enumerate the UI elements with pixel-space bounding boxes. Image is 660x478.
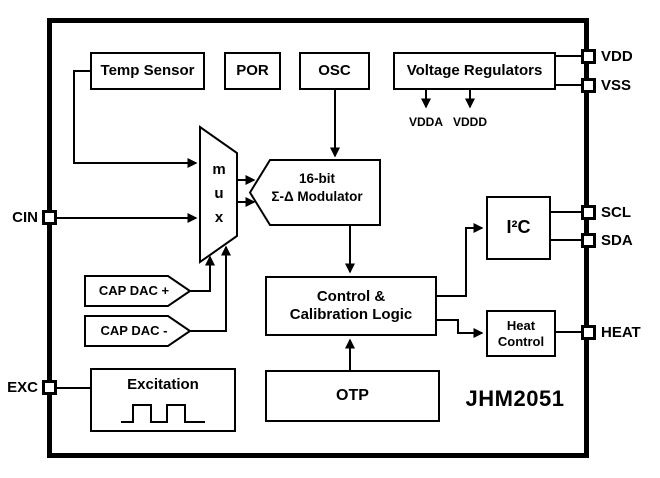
modulator-shape [248, 159, 381, 226]
excitation-block: Excitation [90, 368, 236, 432]
osc-block: OSC [299, 52, 370, 90]
vdda-label: VDDA [408, 115, 443, 129]
cap-dac-plus-label: CAP DAC + [98, 283, 170, 298]
wire-control-logic-to-heat-control [437, 319, 484, 338]
pin-exc [42, 380, 57, 395]
mux-shape [199, 125, 238, 264]
square-wave-icon [117, 398, 209, 431]
wire-cap-dac-plus-to-mux [190, 255, 215, 292]
i2c-label: I²C [506, 217, 531, 238]
cap-dac-minus-shape [84, 315, 192, 347]
pin-vss [581, 78, 596, 93]
cap-dac-plus-shape [84, 275, 192, 307]
pin-sda-label: SDA [601, 232, 633, 249]
part-number: JHM2051 [465, 386, 565, 411]
pin-vdd [581, 49, 596, 64]
por-block: POR [224, 52, 281, 90]
osc-label: OSC [318, 62, 351, 79]
heat-control-label-line1: Heat [506, 317, 536, 333]
control-logic-block: Control & Calibration Logic [265, 276, 437, 336]
pin-scl-label: SCL [601, 204, 631, 221]
temp-sensor-block: Temp Sensor [90, 52, 205, 90]
otp-label: OTP [336, 387, 369, 405]
pin-exc-label: EXC [7, 379, 38, 396]
pin-vss-label: VSS [601, 77, 632, 94]
control-logic-label-line1: Control & [316, 288, 386, 305]
otp-block: OTP [265, 370, 440, 422]
excitation-label: Excitation [127, 376, 199, 393]
pin-scl [581, 205, 596, 220]
i2c-block: I²C [486, 196, 551, 260]
heat-control-label-line2: Control [497, 333, 545, 349]
voltage-regulators-label: Voltage Regulators [406, 62, 543, 79]
pin-sda [581, 233, 596, 248]
pin-cin-label: CIN [12, 209, 38, 226]
modulator-label: 16-bit Σ-Δ Modulator [271, 171, 363, 205]
wire-cap-dac-minus-to-mux [190, 245, 231, 332]
pin-cin [42, 210, 57, 225]
heat-control-block: Heat Control [486, 310, 556, 357]
pin-heat-label: HEAT [601, 324, 641, 341]
por-label: POR [236, 62, 269, 79]
pin-heat [581, 325, 596, 340]
mux-label: m u x [212, 161, 226, 226]
wire-temp-sensor-to-mux [73, 70, 198, 168]
wire-control-logic-to-i2c [437, 223, 484, 297]
temp-sensor-label: Temp Sensor [100, 62, 195, 79]
control-logic-label-line2: Calibration Logic [289, 306, 413, 323]
voltage-regulators-block: Voltage Regulators [393, 52, 556, 90]
vddd-label: VDDD [452, 115, 487, 129]
cap-dac-minus-label: CAP DAC - [100, 323, 168, 338]
pin-vdd-label: VDD [601, 48, 633, 65]
